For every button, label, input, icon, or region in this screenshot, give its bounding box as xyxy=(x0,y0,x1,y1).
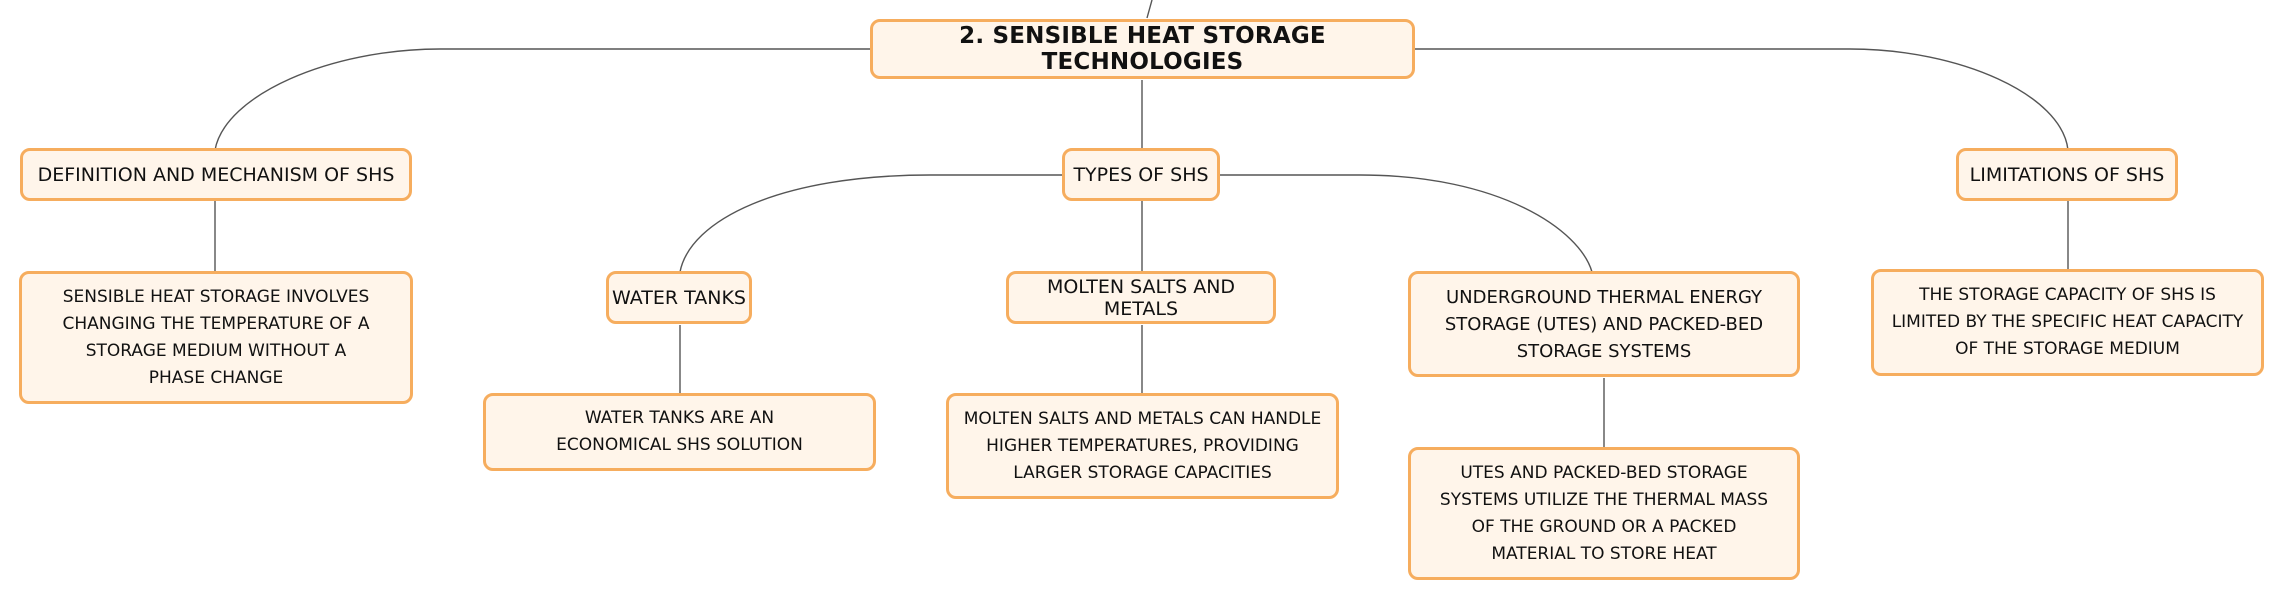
topic-water-tanks[interactable]: WATER TANKS xyxy=(606,271,752,324)
topic-definition[interactable]: DEFINITION AND MECHANISM OF SHS xyxy=(20,148,412,201)
connector-root-definition xyxy=(214,48,872,151)
definition-detail[interactable]: SENSIBLE HEAT STORAGE INVOLVES CHANGING … xyxy=(19,271,413,404)
connector-root-limitations xyxy=(1414,48,2069,151)
water-tanks-detail[interactable]: WATER TANKS ARE AN ECONOMICAL SHS SOLUTI… xyxy=(483,393,876,471)
utes-detail[interactable]: UTES AND PACKED-BED STORAGE SYSTEMS UTIL… xyxy=(1408,447,1800,580)
root-topic[interactable]: 2. SENSIBLE HEAT STORAGE TECHNOLOGIES xyxy=(870,19,1415,79)
topic-utes[interactable]: UNDERGROUND THERMAL ENERGY STORAGE (UTES… xyxy=(1408,271,1800,377)
connector-types-utes xyxy=(1220,174,1593,273)
limitations-detail[interactable]: THE STORAGE CAPACITY OF SHS IS LIMITED B… xyxy=(1871,269,2264,376)
connector-parent xyxy=(1146,0,1153,19)
topic-limitations[interactable]: LIMITATIONS OF SHS xyxy=(1956,148,2178,201)
molten-salts-detail[interactable]: MOLTEN SALTS AND METALS CAN HANDLE HIGHE… xyxy=(946,393,1339,499)
topic-types[interactable]: TYPES OF SHS xyxy=(1062,148,1220,201)
topic-molten-salts[interactable]: MOLTEN SALTS AND METALS xyxy=(1006,271,1276,324)
connector-types-water xyxy=(679,174,1063,273)
